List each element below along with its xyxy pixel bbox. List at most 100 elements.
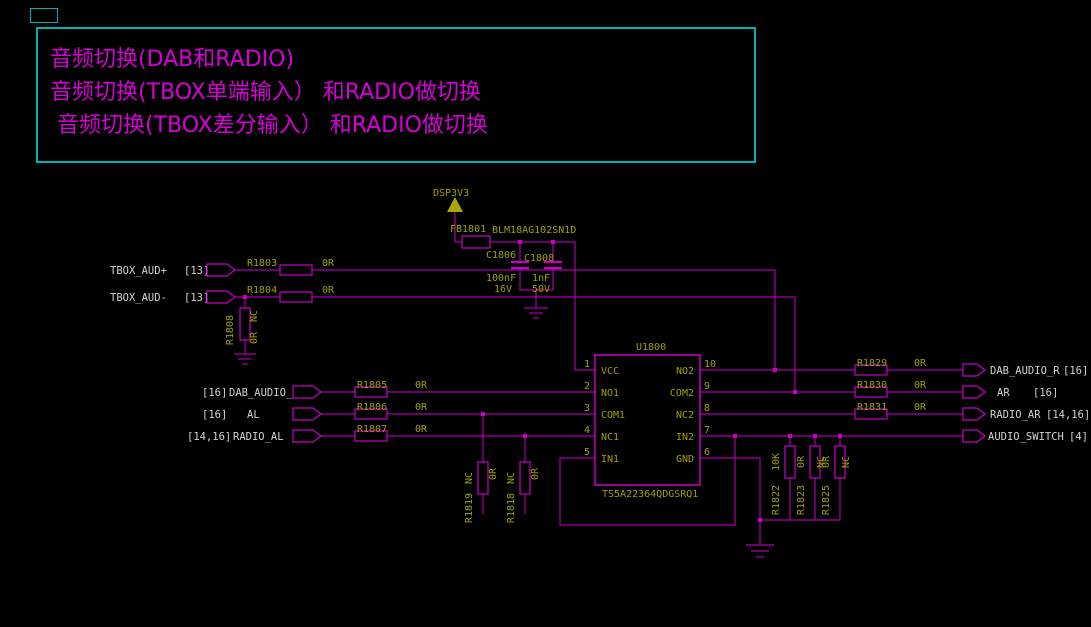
resistor-R1808[interactable]	[239, 307, 251, 341]
port-glyph-al[interactable]	[292, 407, 322, 421]
r1823-fit-label: NC	[816, 456, 827, 468]
wire-tbox-aud-plus[interactable]	[235, 269, 776, 370]
port-label-dab-audio-l: DAB_AUDIO_L	[229, 387, 299, 399]
resistor-R1825[interactable]	[834, 445, 846, 479]
r1819-fit-label: NC	[464, 472, 475, 484]
c1806-ref-label: C1806	[486, 250, 516, 261]
wire-radio-al[interactable]	[321, 435, 595, 514]
junction-dot	[773, 368, 777, 372]
wire-cap-ground[interactable]	[519, 268, 554, 308]
r1808-fit-label: NC	[249, 310, 260, 322]
r1818-val-label: 0R	[530, 467, 541, 480]
wire-audio-switch[interactable]	[559, 435, 963, 526]
wire-al[interactable]	[321, 413, 595, 514]
resistor-R1803[interactable]	[279, 264, 313, 276]
capacitor-C1808[interactable]	[544, 260, 562, 270]
junction-dot	[813, 434, 817, 438]
power-symbol-dsp3v3[interactable]	[447, 197, 463, 212]
pin-name-gnd: GND	[676, 454, 694, 465]
r1819-ref-label: R1819	[464, 493, 475, 523]
pin-number-1: 1	[584, 359, 590, 370]
wire-gnd[interactable]	[700, 457, 841, 545]
port-glyph-ar[interactable]	[962, 385, 986, 399]
resistor-R1806[interactable]	[354, 408, 388, 420]
capacitor-C1806[interactable]	[511, 260, 529, 270]
r1823-ref-label: R1823	[796, 485, 807, 515]
page-ref-tbox-aud-minus: [13]	[184, 292, 209, 304]
wire-tbox-aud-minus[interactable]	[235, 296, 796, 392]
port-label-radio-ar: RADIO_AR	[990, 409, 1041, 421]
resistor-R1805[interactable]	[354, 386, 388, 398]
r1825-val-label: 0R	[821, 455, 832, 468]
r1825-ref-label: R1825	[821, 485, 832, 515]
ic-U1800-body[interactable]	[594, 354, 701, 486]
fb-part-label: BLM18AG102SN1D	[492, 225, 576, 236]
ground-symbol-r1808[interactable]	[234, 353, 256, 365]
page-ref-dab-audio-r: [16]	[1063, 365, 1088, 377]
r1818-ref-label: R1818	[506, 493, 517, 523]
port-glyph-radio-al[interactable]	[292, 429, 322, 443]
r1831-val-label: 0R	[914, 402, 927, 413]
port-glyph-dab-audio-r[interactable]	[962, 363, 986, 377]
r1829-val-label: 0R	[914, 358, 927, 369]
resistor-R1831[interactable]	[854, 408, 888, 420]
pin-number-7: 7	[704, 425, 710, 436]
resistor-R1822[interactable]	[784, 445, 796, 479]
c1808-volt-label: 50V	[532, 284, 550, 295]
r1805-ref-label: R1805	[357, 380, 387, 391]
r1830-val-label: 0R	[914, 380, 927, 391]
r1830-ref-label: R1830	[857, 380, 887, 391]
pin-number-9: 9	[704, 381, 710, 392]
junction-dot	[481, 412, 485, 416]
c1806-volt-label: 16V	[494, 284, 512, 295]
port-label-tbox-aud-minus: TBOX_AUD-	[110, 292, 167, 304]
title-line-3: 音频切换(TBOX差分输入） 和RADIO做切换	[50, 113, 488, 138]
page-ref-audio-switch: [4]	[1069, 431, 1088, 443]
page-ref-radio-ar: [14,16]	[1046, 409, 1090, 421]
resistor-R1818[interactable]	[519, 461, 531, 495]
wire-dsp3v3-vcc[interactable]	[454, 212, 595, 371]
page-ref-ar: [16]	[1033, 387, 1058, 399]
power-net-label: DSP3V3	[433, 188, 469, 199]
resistor-R1819[interactable]	[477, 461, 489, 495]
resistor-R1830[interactable]	[854, 386, 888, 398]
resistor-R1804[interactable]	[279, 291, 313, 303]
port-glyph-dab-audio-l[interactable]	[292, 385, 322, 399]
port-label-audio-switch: AUDIO_SWITCH	[988, 431, 1064, 443]
page-ref-al: [16]	[202, 409, 227, 421]
port-label-ar: AR	[997, 387, 1010, 399]
r1807-ref-label: R1807	[357, 424, 387, 435]
c1808-ref-label: C1808	[524, 253, 554, 264]
r1822-val-label: 10K	[771, 453, 782, 471]
ground-symbol-caps[interactable]	[524, 307, 548, 319]
ground-symbol-main[interactable]	[746, 544, 774, 558]
r1808-val-label: 0R	[249, 331, 260, 344]
r1808-ref-label: R1808	[225, 315, 236, 345]
c1808-val-label: 1nF	[532, 273, 550, 284]
pin-number-6: 6	[704, 447, 710, 458]
pin-name-vcc: VCC	[601, 366, 619, 377]
junction-dot	[243, 295, 247, 299]
r1829-ref-label: R1829	[857, 358, 887, 369]
r1803-val-label: 0R	[322, 258, 335, 269]
port-glyph-audio-switch[interactable]	[962, 429, 986, 443]
pin-name-no1: NO1	[601, 388, 619, 399]
r1807-val-label: 0R	[415, 424, 428, 435]
pin-number-5: 5	[584, 447, 590, 458]
resistor-R1823[interactable]	[809, 445, 821, 479]
pin-number-10: 10	[704, 359, 716, 370]
resistor-R1829[interactable]	[854, 364, 888, 376]
title-frame: 音频切换(DAB和RADIO) 音频切换(TBOX单端输入） 和RADIO做切换…	[36, 27, 756, 163]
port-glyph-tbox-aud-plus[interactable]	[206, 263, 236, 277]
ferrite-bead-FB1801[interactable]	[461, 235, 491, 249]
junction-dot	[838, 434, 842, 438]
pin-number-3: 3	[584, 403, 590, 414]
r1831-ref-label: R1831	[857, 402, 887, 413]
c1806-val-label: 100nF	[486, 273, 516, 284]
port-glyph-radio-ar[interactable]	[962, 407, 986, 421]
selection-marker	[30, 8, 58, 23]
resistor-R1807[interactable]	[354, 430, 388, 442]
pin-name-nc1: NC1	[601, 432, 619, 443]
port-glyph-tbox-aud-minus[interactable]	[206, 290, 236, 304]
